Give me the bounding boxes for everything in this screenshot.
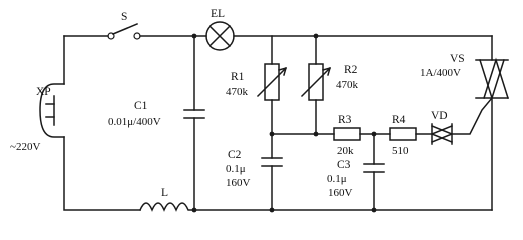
plug-voltage-label: ~220V [10, 141, 40, 153]
c3-value-label: 0.1μ [327, 173, 347, 185]
r1-arrow-line [256, 66, 288, 98]
triac-symbol [475, 57, 509, 101]
wires [63, 35, 493, 211]
plug-ref-label: XP [36, 86, 51, 98]
r3-ref-label: R3 [338, 114, 352, 126]
junction-dot [313, 131, 319, 137]
r2-body [308, 63, 324, 101]
junction-dot [371, 131, 377, 137]
triac-triangle-up [483, 57, 509, 99]
lamp-cross [208, 24, 232, 48]
c2-voltage-label: 160V [226, 177, 251, 189]
r2-arrow-head [322, 67, 331, 76]
r2-ref-label: R2 [344, 64, 358, 76]
junction-dot [191, 33, 197, 39]
switch-blade [112, 23, 138, 35]
r4-body [389, 127, 417, 141]
r2-symbol [300, 63, 332, 101]
lamp-circle [205, 21, 235, 51]
c1-symbol [183, 109, 205, 119]
junction-dot [269, 207, 275, 213]
diac-triangle-forward [431, 125, 455, 143]
lamp-symbol [205, 21, 235, 51]
junctions [191, 33, 377, 213]
wire-diac-to-gate [451, 96, 494, 135]
c3-symbol [363, 163, 385, 173]
r3-body [333, 127, 361, 141]
triac-ref-label: VS [450, 53, 465, 65]
r1-ref-label: R1 [231, 71, 245, 83]
diac-triangle-reverse [429, 125, 453, 143]
r1-body [264, 63, 280, 101]
circuit-diagram: XP ~220V S EL C1 0.01μ/400V R1 470k R2 4… [10, 8, 509, 213]
plug-body [39, 83, 65, 138]
c1-value-label: 0.01μ/400V [108, 116, 161, 128]
plug-symbol [39, 83, 65, 138]
c2-value-label: 0.1μ [226, 163, 246, 175]
inductor-symbol [139, 202, 195, 212]
r3-symbol [333, 127, 361, 141]
switch-symbol [107, 23, 141, 40]
c3-voltage-label: 160V [328, 187, 353, 199]
junction-dot [371, 207, 377, 213]
junction-dot [269, 131, 275, 137]
c2-symbol [261, 157, 283, 167]
switch-ref-label: S [121, 11, 127, 23]
c3-ref-label: C3 [337, 159, 351, 171]
schematic-svg: XP ~220V S EL C1 0.01μ/400V R1 470k R2 4… [10, 8, 509, 213]
wire-left-bottom [63, 136, 141, 211]
switch-contact-left [107, 32, 115, 40]
lamp-ref-label: EL [211, 8, 225, 20]
triac-value-label: 1A/400V [420, 67, 461, 79]
triac-triangle-down [479, 59, 505, 101]
switch-contact-right [133, 32, 141, 40]
r1-value-label: 470k [226, 86, 249, 98]
diac-ref-label: VD [431, 110, 448, 122]
r4-ref-label: R4 [392, 114, 406, 126]
r3-value-label: 20k [337, 145, 354, 157]
inductor-coil [139, 202, 195, 212]
inductor-ref-label: L [161, 187, 168, 199]
r4-value-label: 510 [392, 145, 409, 157]
r1-symbol [256, 63, 288, 101]
diac-symbol [429, 96, 494, 145]
c1-ref-label: C1 [134, 100, 148, 112]
r2-value-label: 470k [336, 79, 359, 91]
r2-arrow-line [300, 66, 332, 98]
c2-ref-label: C2 [228, 149, 242, 161]
r4-symbol [389, 127, 417, 141]
r1-arrow-head [278, 67, 287, 76]
junction-dot [313, 33, 319, 39]
